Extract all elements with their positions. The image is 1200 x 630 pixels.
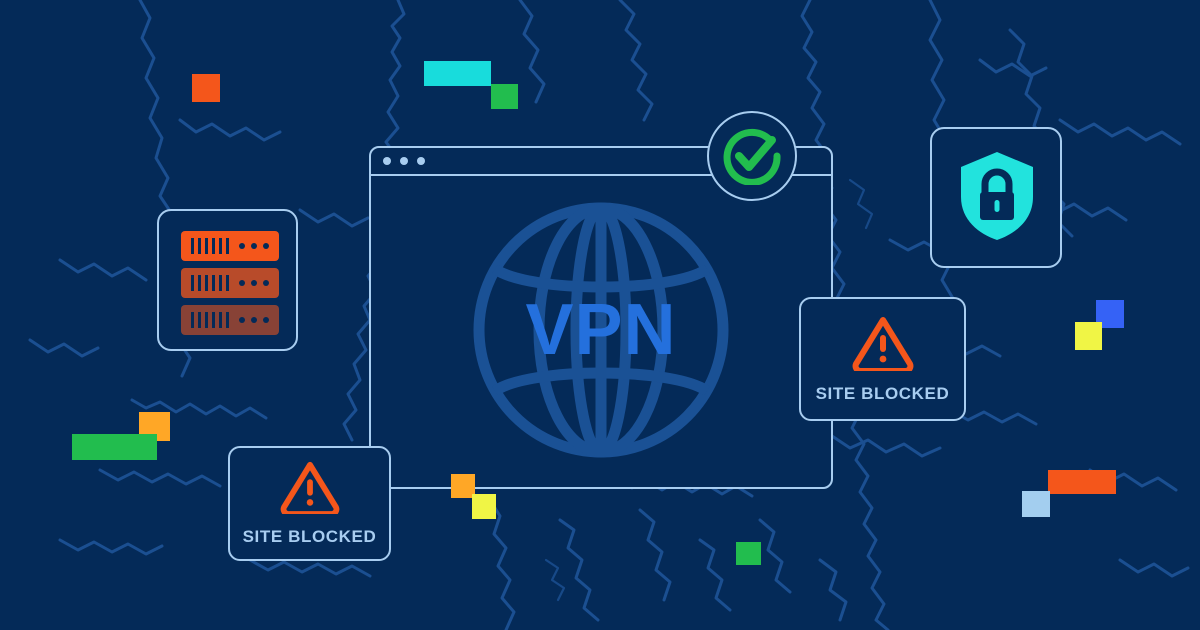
- green-rect-left: [72, 434, 157, 460]
- window-dot-maximize-icon[interactable]: [417, 157, 425, 165]
- vpn-label: VPN: [525, 289, 677, 370]
- browser-titlebar: [371, 148, 831, 176]
- server-slits: [191, 238, 229, 254]
- orange-square-topleft: [192, 74, 220, 102]
- server-slits: [191, 275, 229, 291]
- server-rack-card[interactable]: [157, 209, 298, 351]
- browser-window[interactable]: VPN: [369, 146, 833, 489]
- lightblue-square-bottomright: [1022, 491, 1050, 517]
- green-square-bottom: [736, 542, 761, 565]
- yellow-square-right: [1075, 322, 1102, 350]
- site-blocked-card[interactable]: SITE BLOCKED: [799, 297, 966, 421]
- shield-lock-icon: [961, 152, 1033, 240]
- server-leds: [239, 280, 269, 286]
- window-dot-minimize-icon[interactable]: [400, 157, 408, 165]
- amber-square-center: [451, 474, 475, 498]
- globe-icon: [473, 202, 729, 457]
- site-blocked-label: SITE BLOCKED: [242, 527, 377, 546]
- server-leds: [239, 243, 269, 249]
- shield-lock-card[interactable]: [930, 127, 1062, 268]
- green-square-top: [491, 84, 518, 109]
- server-rack-row: [181, 231, 279, 261]
- server-leds: [239, 317, 269, 323]
- warning-triangle-icon: [280, 460, 340, 519]
- server-rack-row: [181, 268, 279, 298]
- check-circle-icon: [723, 128, 781, 185]
- site-blocked-card[interactable]: SITE BLOCKED: [228, 446, 391, 561]
- status-check-badge[interactable]: [707, 111, 797, 201]
- globe-graphic: VPN: [472, 201, 730, 459]
- site-blocked-label: SITE BLOCKED: [815, 383, 950, 403]
- server-rack-row: [181, 305, 279, 335]
- browser-content: VPN: [371, 176, 831, 487]
- server-slits: [191, 312, 229, 328]
- warning-triangle-icon: [852, 315, 914, 376]
- yellow-square-center: [472, 494, 496, 519]
- orange-rect-bottomright: [1048, 470, 1116, 494]
- window-dot-close-icon[interactable]: [383, 157, 391, 165]
- cyan-rect-top: [424, 61, 491, 86]
